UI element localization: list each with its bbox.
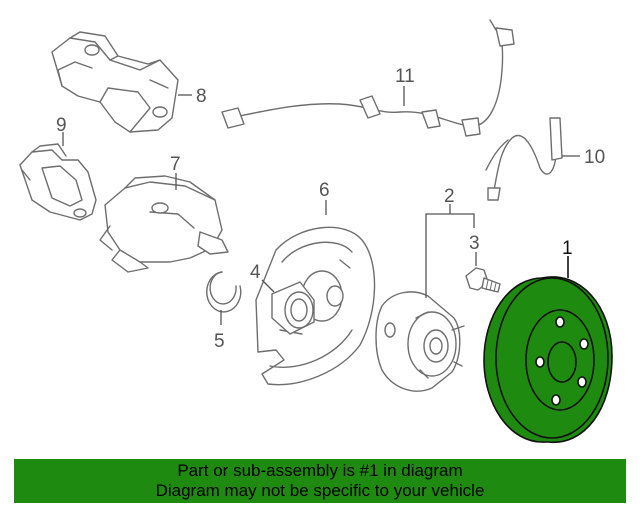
part-4-wheel-bearing[interactable] [271,281,315,335]
callout-8: 8 [196,86,207,107]
callout-10: 10 [584,147,605,168]
part-11-wheel-speed-sensor[interactable] [221,19,515,137]
banner-line-2: Diagram may not be specific to your vehi… [155,481,485,500]
part-5-retaining-ring[interactable] [206,271,242,313]
callout-4: 4 [250,262,261,283]
part-7-brake-caliper[interactable] [99,175,229,273]
part-8-caliper-bracket[interactable] [51,31,179,133]
banner-line-1: Part or sub-assembly is #1 in diagram [177,461,463,480]
part-3-hub-bolt[interactable] [465,267,501,293]
part-2-hub-assembly[interactable] [375,291,465,392]
brake-parts-diagram: 8 9 7 5 6 [19,19,613,443]
callout-7: 7 [170,154,181,175]
callout-1: 1 [562,238,573,259]
callout-5: 5 [214,331,225,352]
part-9-brake-pads[interactable] [19,143,97,221]
callout-6: 6 [319,180,330,201]
part-1-brake-rotor[interactable] [483,276,613,443]
part-info-banner: Part or sub-assembly is #1 in diagram Di… [14,459,626,503]
part-10-brake-hose[interactable] [485,117,563,201]
callout-9: 9 [56,115,67,136]
callout-2: 2 [444,186,455,207]
callout-11: 11 [395,66,415,87]
callout-3: 3 [469,233,480,254]
